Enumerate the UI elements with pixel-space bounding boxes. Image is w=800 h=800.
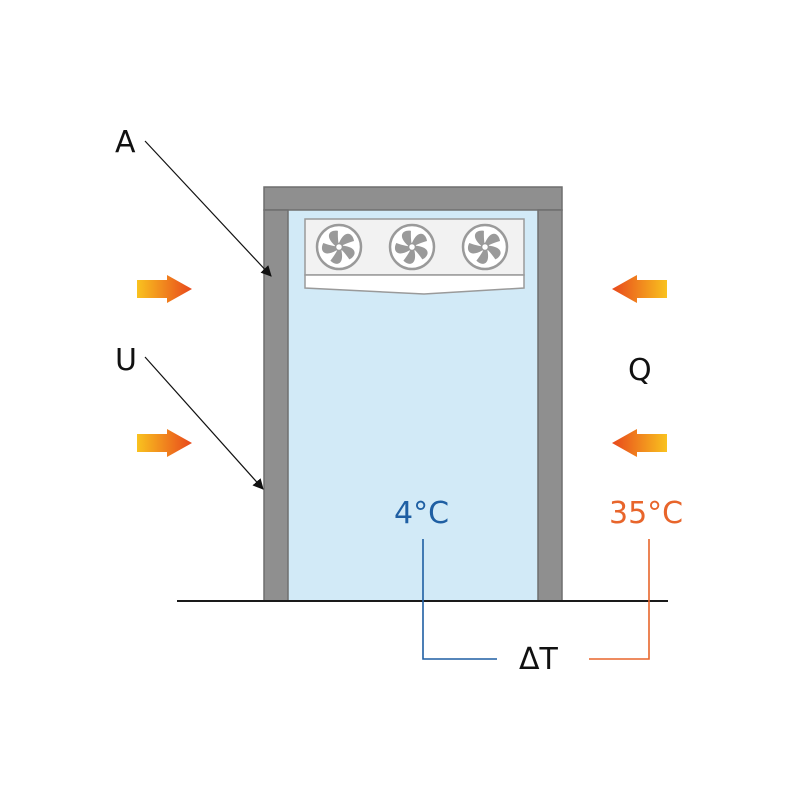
heat-arrow-icon: [137, 275, 192, 303]
area-leader-arrow: [144, 140, 272, 277]
evaporator-unit: [304, 218, 525, 295]
inside-temp-bracket: [422, 539, 497, 660]
heat-arrow-icon: [612, 429, 667, 457]
inside-temp-label: 4°C: [394, 496, 449, 531]
right-wall: [537, 209, 563, 602]
fan-icon: [315, 223, 363, 271]
u-value-leader-arrow: [144, 356, 264, 490]
roof-wall: [263, 186, 563, 211]
left-wall: [263, 209, 289, 602]
outside-temp-bracket: [589, 539, 650, 660]
heat-load-label: Q: [628, 353, 652, 388]
heat-arrow-icon: [612, 275, 667, 303]
heat-arrow-icon: [137, 429, 192, 457]
delta-t-label: ΔT: [519, 642, 559, 677]
fan-icon: [461, 223, 509, 271]
fan-icon: [388, 223, 436, 271]
area-label: A: [115, 125, 136, 160]
u-value-label: U: [115, 343, 137, 378]
outside-temp-label: 35°C: [609, 496, 683, 531]
